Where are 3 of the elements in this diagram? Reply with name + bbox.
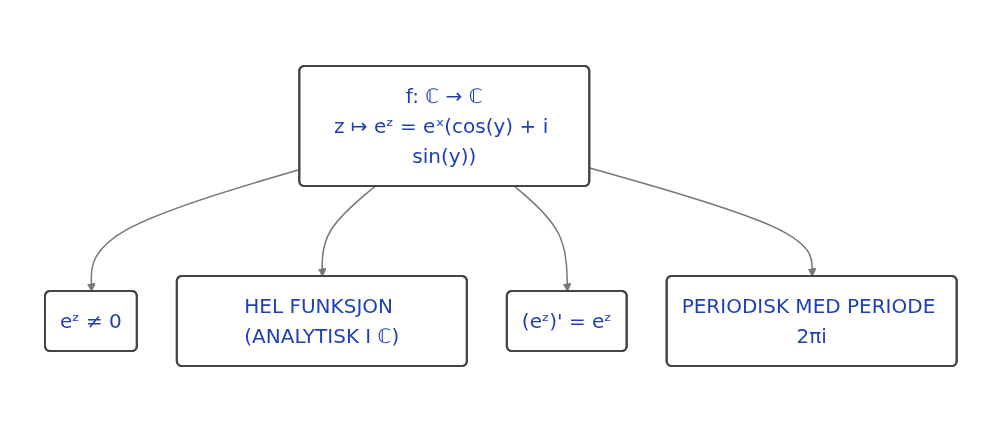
arrow bbox=[514, 185, 572, 292]
arrow bbox=[318, 185, 376, 277]
arrow bbox=[589, 167, 817, 277]
